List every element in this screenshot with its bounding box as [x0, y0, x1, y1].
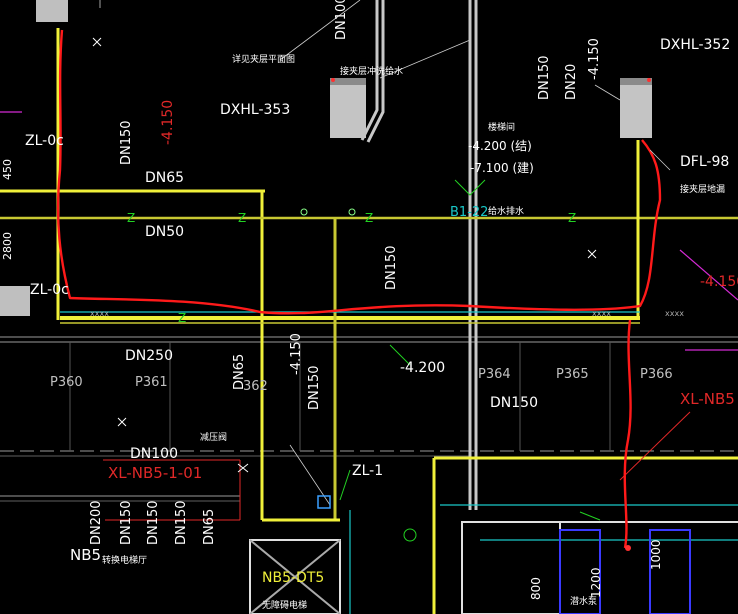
label-zl0c-mid: ZL-0c	[30, 282, 69, 298]
note-pump: 潜水泵	[570, 595, 597, 607]
label-p361: P361	[135, 375, 168, 390]
label-num-1200: 1200	[589, 567, 603, 598]
x-dashes: xxxx xxxx xxxx	[90, 309, 684, 318]
label-lv-4150-a: -4.150	[160, 100, 176, 145]
label-dn150-e: DN150	[119, 500, 134, 545]
label-dn150-mid: DN150	[384, 245, 399, 290]
note-elec: 转换电梯厅	[102, 554, 147, 566]
magenta-lines	[0, 111, 738, 351]
label-p362: 362	[243, 379, 268, 394]
label-dn150-c: DN150	[307, 365, 322, 410]
label-nb5: NB5	[70, 546, 101, 564]
label-xl-nb5: XL-NB5	[680, 390, 735, 408]
label-z-5: Z	[178, 311, 186, 325]
note-drain: 接夹层地漏	[680, 183, 725, 195]
label-lv-7100-cn: -7.100 (建)	[470, 161, 534, 175]
grey-grid-lines	[0, 336, 738, 502]
label-dn250: DN250	[125, 348, 173, 364]
label-p364: P364	[478, 367, 511, 382]
label-xl-nb5-1-01: XL-NB5-1-01	[108, 464, 202, 482]
label-z-4: Z	[568, 211, 576, 225]
label-lv-4150-c: -4.150	[587, 38, 602, 80]
green-symbols	[339, 179, 601, 542]
label-dn65-c: DN65	[202, 509, 217, 545]
label-zl0c-top: ZL-0c	[25, 133, 64, 149]
svg-text:xxxx: xxxx	[592, 309, 611, 318]
label-dfl98: DFL-98	[680, 154, 729, 170]
label-dn50: DN50	[145, 224, 184, 240]
note-shaft: 无障碍电梯	[262, 599, 307, 611]
label-z-1: Z	[127, 211, 135, 225]
svg-text:xxxx: xxxx	[90, 309, 109, 318]
yellow-pipes	[0, 28, 738, 614]
note-stair: 楼梯间	[488, 121, 515, 133]
label-dn65-b: DN65	[232, 354, 247, 390]
label-dn65-a: DN65	[145, 170, 184, 186]
label-dn150-a: DN150	[119, 120, 134, 165]
label-num-450: 450	[1, 159, 14, 180]
label-dn150-top-right: DN150	[537, 55, 552, 100]
white-walls	[249, 521, 738, 614]
label-lv-4150-b: -4.150	[289, 333, 304, 375]
note-see-mezz: 详见夹层平面图	[232, 53, 295, 65]
label-dn150-g: DN150	[174, 500, 189, 545]
label-dn100-b: DN100	[130, 446, 178, 462]
label-p365: P365	[556, 367, 589, 382]
label-p360: P360	[50, 375, 83, 390]
note-flush: 接夹层冲洗给水	[340, 65, 403, 77]
label-lv-4150-d: -4.150	[700, 274, 738, 290]
white-leaders	[99, 0, 671, 506]
label-dn150-d: DN150	[490, 395, 538, 411]
note-water: 给水排水	[488, 205, 524, 217]
label-num-2800: 2800	[1, 232, 14, 260]
label-dn150-f: DN150	[146, 500, 161, 545]
svg-text:xxxx: xxxx	[665, 309, 684, 318]
label-dn20: DN20	[564, 64, 579, 100]
note-valve: 减压阀	[200, 431, 227, 443]
label-z-3: Z	[365, 211, 373, 225]
zl1-marker-icon	[317, 495, 331, 509]
label-dn100-top: DN100	[334, 0, 349, 40]
cyan-lines	[60, 311, 738, 614]
label-dxhl352: DXHL-352	[660, 37, 730, 53]
drain-point-icon	[625, 545, 631, 551]
label-num-1000: 1000	[649, 539, 663, 570]
red-markup-path	[56, 29, 662, 549]
label-zl1: ZL-1	[352, 463, 383, 479]
label-num-800: 800	[529, 577, 543, 600]
label-dn200: DN200	[89, 500, 104, 545]
label-lv-4200: -4.200	[400, 360, 445, 376]
label-b1-22: B1-22	[450, 205, 488, 220]
label-z-2: Z	[238, 211, 246, 225]
label-lv-4200-cn: -4.200 (结)	[468, 139, 532, 153]
label-dxhl353: DXHL-353	[220, 102, 290, 118]
grey-vertical-pipe	[360, 0, 478, 510]
valve-icons	[92, 37, 597, 473]
label-nb5-dt5: NB5-DT5	[262, 570, 324, 586]
equipment-boxes	[0, 0, 652, 316]
label-p366: P366	[640, 367, 673, 382]
